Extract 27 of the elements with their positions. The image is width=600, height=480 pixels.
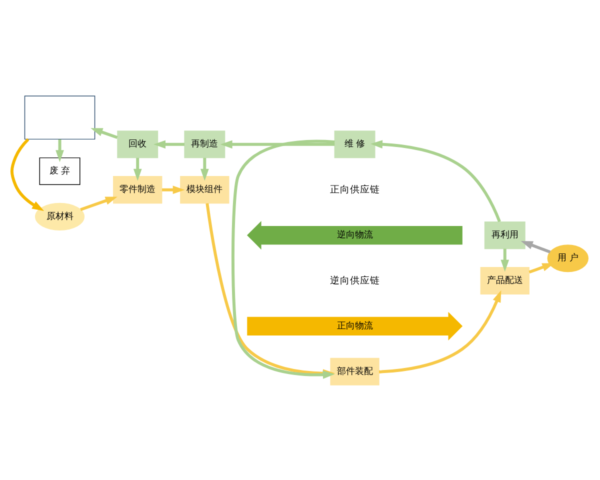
arrow [10, 138, 44, 210]
node-box: 模块组件 [180, 176, 230, 204]
arrow [378, 290, 502, 373]
arrow [90, 128, 118, 138]
arrow [80, 196, 118, 211]
arrow [520, 240, 551, 253]
node-box: 回收 [117, 130, 158, 158]
node-box: 维 修 [334, 130, 376, 158]
node-box: 部件装配 [330, 357, 380, 385]
arrow [220, 140, 335, 148]
arrow [56, 138, 64, 162]
arrow [162, 185, 185, 194]
arrow [200, 157, 209, 180]
arrow [154, 140, 184, 148]
node-box: 废 弃 [39, 156, 80, 184]
node-box: 产品配送 [480, 266, 530, 294]
node-box [24, 95, 96, 140]
node-ellipse: 用 户 [547, 244, 588, 272]
arrow [133, 157, 142, 180]
arrow [370, 140, 501, 222]
label: 逆向供应链 [330, 274, 380, 286]
arrow [500, 248, 510, 272]
node-box: 再制造 [184, 130, 226, 158]
node-ellipse: 原材料 [35, 202, 85, 230]
label: 正向供应链 [330, 184, 380, 195]
node-box: 零件制造 [113, 176, 162, 204]
node-box: 再利用 [484, 221, 526, 249]
